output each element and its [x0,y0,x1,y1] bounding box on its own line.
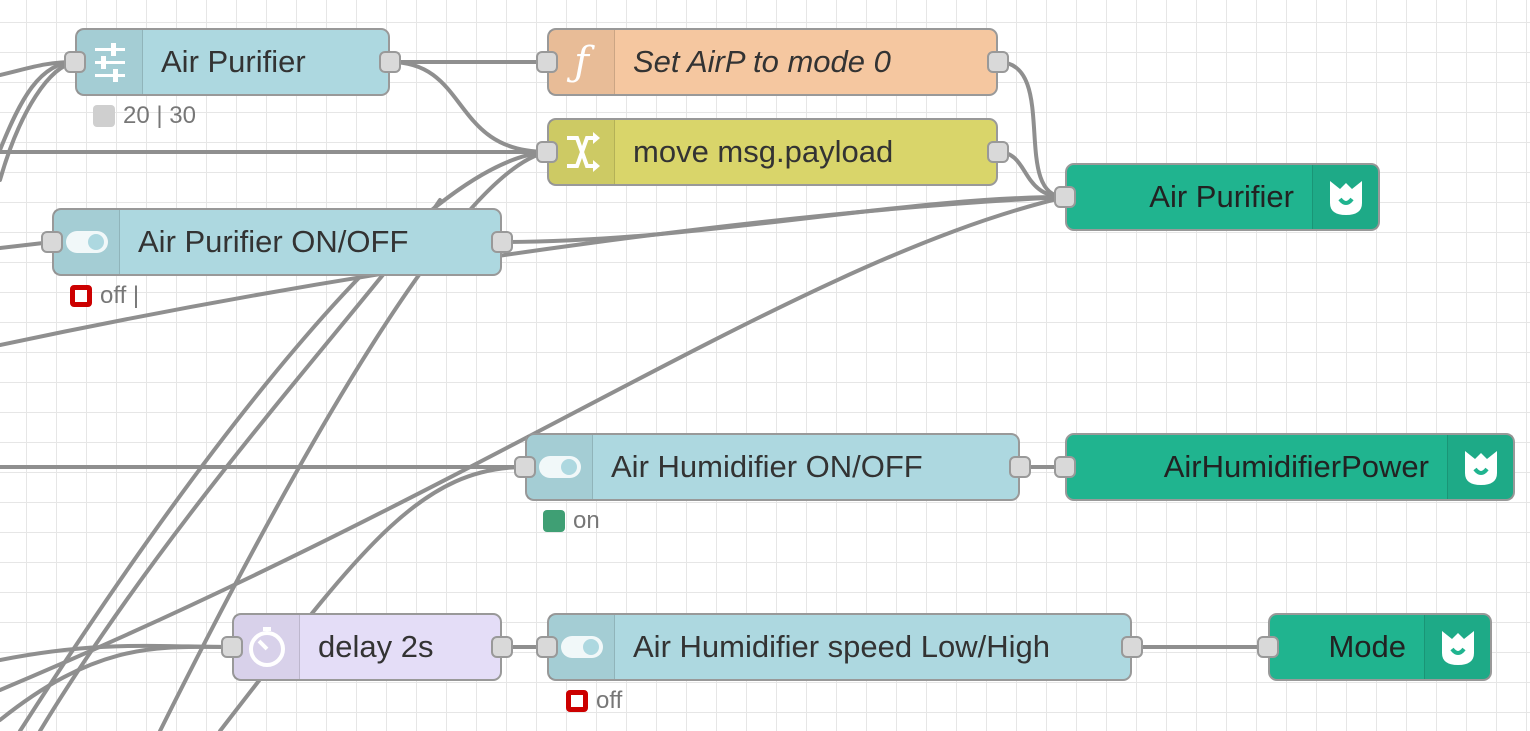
wire [388,60,549,154]
air-purifier-mihome-node[interactable]: Air Purifier [1054,163,1380,231]
input-port[interactable] [536,141,558,163]
switch-icon [54,210,120,274]
input-port[interactable] [1054,186,1076,208]
output-port[interactable] [491,231,513,253]
humidifier-onoff-node[interactable]: Air Humidifier ON/OFF [514,433,1031,501]
node-label: Mode [1328,629,1406,664]
node-label: Air Purifier [1149,179,1294,214]
wire [0,60,77,152]
mihome-icon [1447,435,1513,499]
status-dot [543,510,565,532]
input-port[interactable] [536,51,558,73]
node-status: on [543,507,600,535]
switch-icon [527,435,593,499]
status-text: off [596,687,623,714]
move-payload-node[interactable]: move msg.payload [536,118,1009,186]
input-port[interactable] [1054,456,1076,478]
switch-icon [549,615,615,679]
node-label: Air Purifier [161,44,306,79]
output-port[interactable] [491,636,513,658]
node-label: AirHumidifierPower [1163,449,1429,484]
timer-icon [234,615,300,679]
humidifier-power-node[interactable]: AirHumidifierPower [1054,433,1515,501]
status-dot [566,690,588,712]
node-label: Air Purifier ON/OFF [138,224,409,259]
wire [0,60,77,182]
function-icon: ƒ [549,30,615,94]
wire [0,644,234,722]
wire [0,643,234,662]
node-label: Air Humidifier speed Low/High [633,629,1050,664]
mihome-icon [1424,615,1490,679]
input-port[interactable] [514,456,536,478]
node-label: move msg.payload [633,134,894,169]
input-port[interactable] [221,636,243,658]
node-status: off | [70,282,139,310]
status-dot [93,105,115,127]
mode-node[interactable]: Mode [1257,613,1492,681]
input-port[interactable] [1257,636,1279,658]
humidifier-speed-node[interactable]: Air Humidifier speed Low/High [536,613,1143,681]
wire [218,465,527,731]
air-purifier-onoff-node[interactable]: Air Purifier ON/OFF [41,208,513,276]
air-purifier-slider-node[interactable]: Air Purifier [64,28,401,96]
output-port[interactable] [1121,636,1143,658]
output-port[interactable] [379,51,401,73]
output-port[interactable] [1009,456,1031,478]
input-port[interactable] [536,636,558,658]
wire [996,60,1067,199]
node-status: 20 | 30 [93,102,196,130]
mihome-icon [1312,165,1378,229]
output-port[interactable] [987,51,1009,73]
set-airp-mode-node[interactable]: ƒ Set AirP to mode 0 [536,28,1009,96]
delay-node[interactable]: delay 2s [221,613,513,681]
node-label: delay 2s [318,629,434,664]
status-text: on [573,507,600,534]
status-text: off | [100,282,140,309]
status-dot [70,285,92,307]
node-label: Air Humidifier ON/OFF [611,449,923,484]
status-text: 20 | 30 [123,102,196,129]
node-status: off [566,687,622,715]
input-port[interactable] [41,231,63,253]
output-port[interactable] [987,141,1009,163]
input-port[interactable] [64,51,86,73]
sliders-icon [77,30,143,94]
node-label: Set AirP to mode 0 [633,44,891,79]
wire [500,195,1067,244]
change-icon [549,120,615,184]
